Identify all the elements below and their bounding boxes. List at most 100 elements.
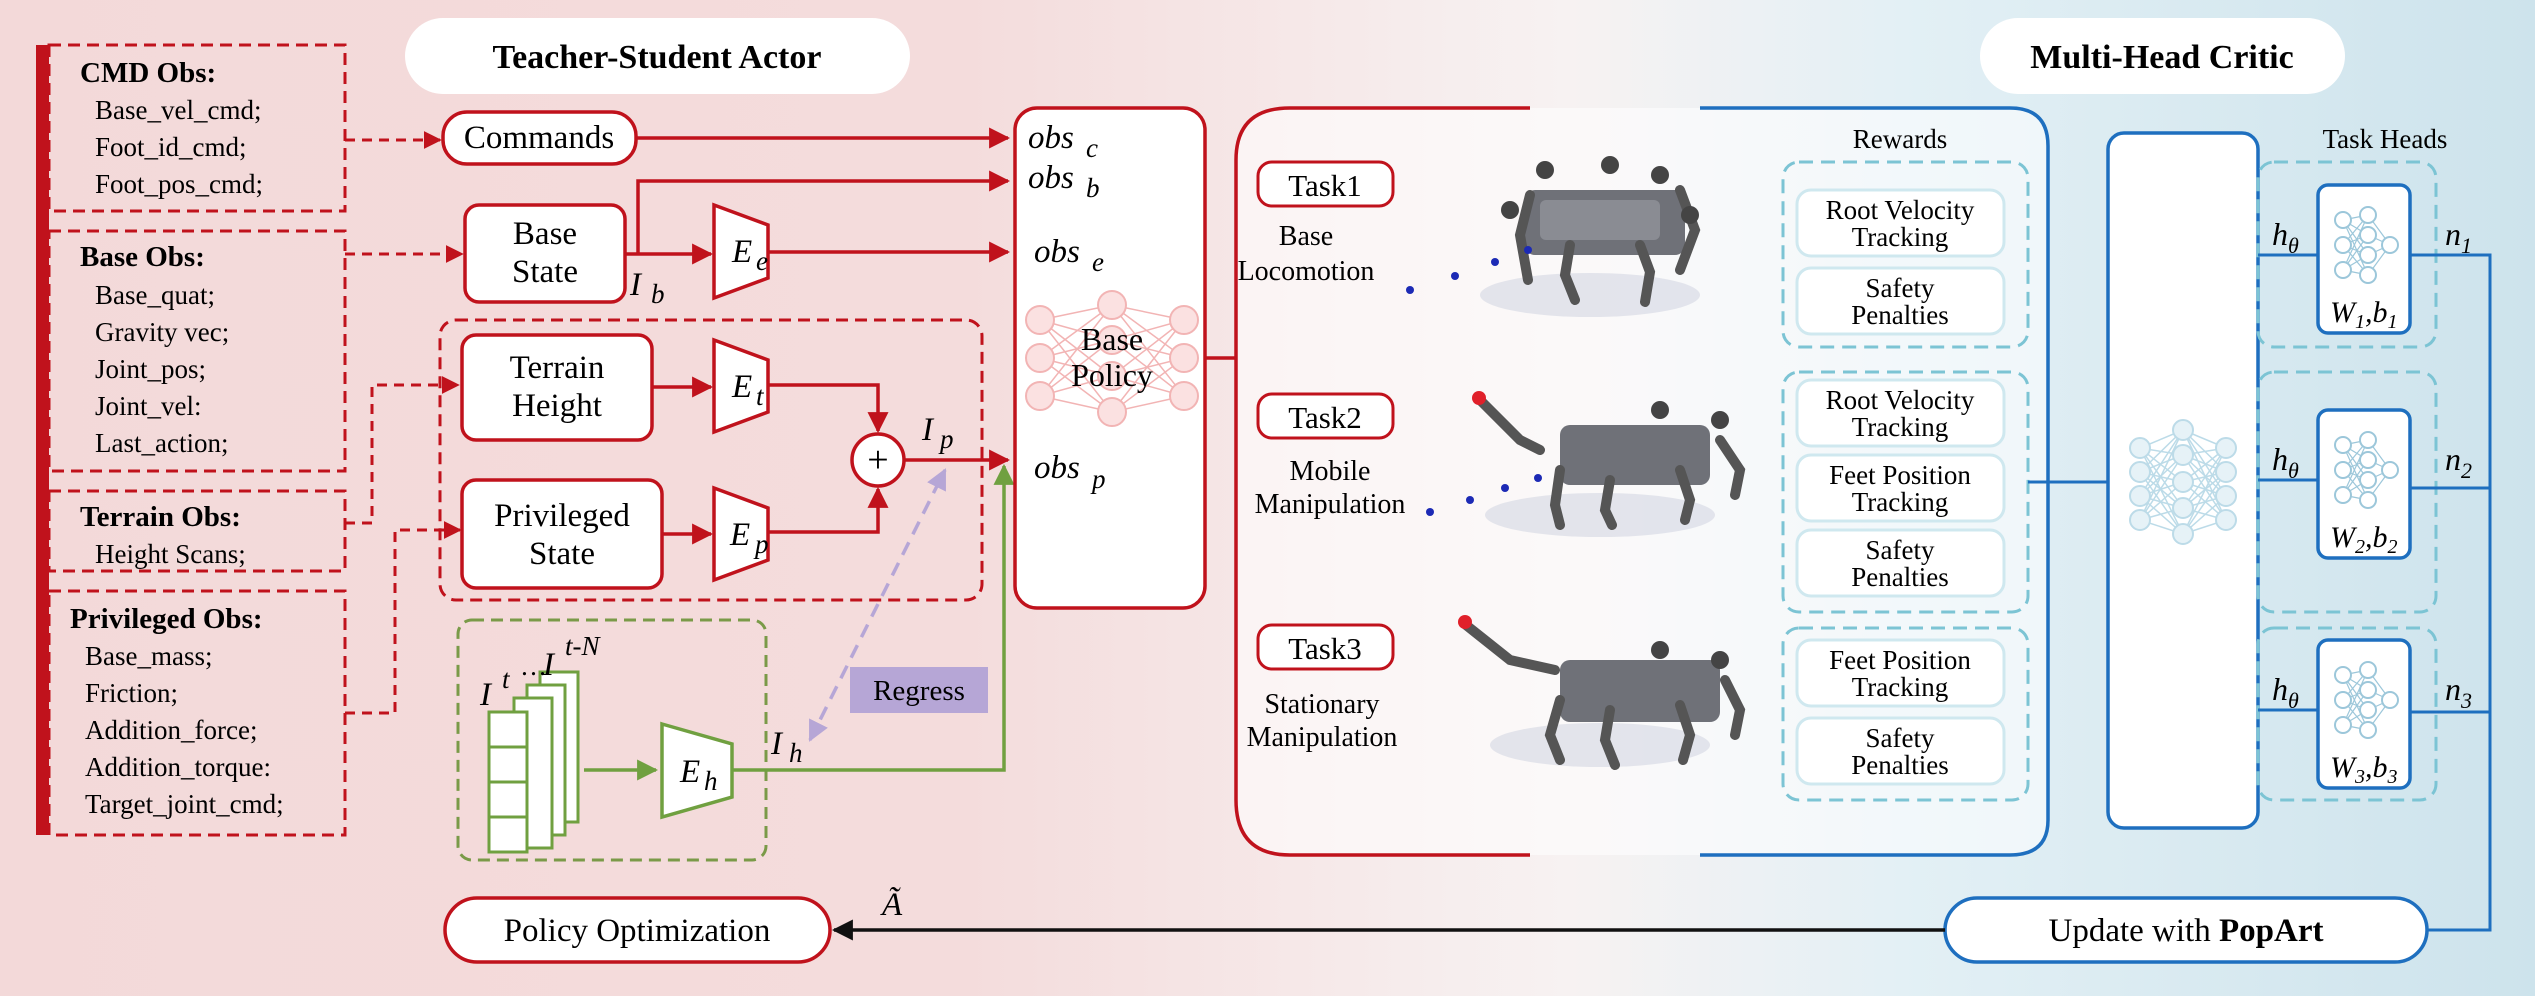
reward-item-line1: Safety — [1866, 535, 1935, 565]
reward-item-line2: Tracking — [1852, 672, 1949, 702]
policy-neuron — [1169, 305, 1199, 335]
cmd-obs-group: CMD Obs: Base_vel_cmd; Foot_id_cmd; Foot… — [47, 43, 347, 213]
heads-group-2 — [2256, 370, 2438, 614]
reward-item-line2: Tracking — [1852, 412, 1949, 442]
ip-label: I — [921, 412, 935, 448]
policy-neuron — [1169, 381, 1199, 411]
terrain-obs-item: Height Scans; — [95, 539, 246, 569]
reward-items: Root VelocityTrackingSafetyPenaltiesRoot… — [1795, 188, 2006, 786]
privileged-obs-item: Base_mass; — [85, 641, 213, 671]
head-h-theta: hθ — [2272, 216, 2299, 258]
head-neuron — [2381, 236, 2399, 254]
ih-label: I — [770, 726, 784, 762]
svg-text:E: E — [729, 517, 750, 553]
head-neuron — [2359, 451, 2377, 469]
task2-desc-line1: Mobile — [1290, 456, 1371, 487]
encoder-p: E p — [712, 485, 770, 583]
terrain-obs-group: Terrain Obs: Height Scans; — [47, 489, 347, 573]
history-stack — [487, 670, 580, 854]
rewards-heading: Rewards — [1853, 124, 1947, 154]
commands-label: Commands — [464, 120, 614, 156]
head-output-n: n1 — [2445, 216, 2472, 258]
head-neuron — [2334, 211, 2352, 229]
reward-item-box — [1795, 188, 2006, 258]
reward-item-line1: Root Velocity — [1826, 385, 1975, 415]
obs-b-sub: b — [1086, 173, 1100, 203]
privileged-obs-item: Target_joint_cmd; — [85, 789, 284, 819]
cmd-obs-item: Base_vel_cmd; — [95, 95, 261, 125]
task3-tag: Task3 — [1256, 623, 1395, 671]
task2-desc-line2: Manipulation — [1255, 489, 1406, 520]
critic-title-pill — [1980, 18, 2345, 94]
obs-e: obs — [1034, 234, 1080, 270]
policy-neuron — [1169, 343, 1199, 373]
cmd-obs-title: CMD Obs: — [80, 57, 216, 89]
head-neuron — [2334, 261, 2352, 279]
critic-trunk-network — [2129, 419, 2237, 545]
head-neuron — [2334, 716, 2352, 734]
base-obs-item: Gravity vec; — [95, 317, 229, 347]
encoder-t: E t — [712, 337, 770, 435]
encoder-e: E e — [712, 202, 770, 301]
ib-tn-sup: t-N — [565, 631, 601, 661]
svg-text:E: E — [731, 234, 752, 270]
critic-neuron — [2172, 497, 2194, 519]
privileged-obs-title: Privileged Obs: — [70, 603, 263, 635]
popart-update-text: Update with — [2049, 913, 2219, 949]
popart-name: PopArt — [2219, 913, 2323, 949]
task2-tag: Task2 — [1256, 392, 1395, 440]
head-output-n: n3 — [2445, 671, 2472, 713]
svg-text:e: e — [756, 246, 768, 276]
svg-text:Task2: Task2 — [1288, 400, 1362, 435]
policy-neuron — [1097, 290, 1127, 320]
reward-item-line2: Tracking — [1852, 222, 1949, 252]
svg-text:E: E — [679, 754, 700, 790]
critic-neuron — [2215, 509, 2237, 531]
regress-label: Regress — [873, 675, 965, 707]
base-obs-item: Base_quat; — [95, 280, 215, 310]
svg-text:Task3: Task3 — [1288, 631, 1362, 666]
head-neuron — [2359, 206, 2377, 224]
obs-p-sub: p — [1090, 464, 1106, 494]
critic-neuron — [2215, 485, 2237, 507]
head-weights-label: W1,b1 — [2330, 296, 2398, 333]
head-neuron — [2359, 661, 2377, 679]
task1-desc-line2: Locomotion — [1238, 256, 1375, 287]
terrain-height-line2: Height — [512, 388, 602, 424]
terrain-obs-title: Terrain Obs: — [80, 501, 241, 533]
obs-e-sub: e — [1092, 247, 1104, 277]
ib-t-label: I — [479, 677, 493, 713]
obs-c-sub: c — [1086, 133, 1098, 163]
head-output-n: n2 — [2445, 441, 2472, 483]
head-neuron — [2334, 486, 2352, 504]
head-neuron — [2381, 691, 2399, 709]
base-state-label-line2: State — [512, 254, 578, 290]
critic-neuron — [2172, 419, 2194, 441]
sum-symbol: + — [867, 439, 888, 481]
reward-item-line1: Root Velocity — [1826, 195, 1975, 225]
teacher-encoder-region — [438, 318, 984, 602]
ib-t-sup: t — [502, 664, 511, 694]
base-obs-item: Joint_pos; — [95, 354, 206, 384]
ib-sub: b — [651, 279, 665, 309]
base-state-label-line1: Base — [513, 216, 577, 252]
head-neuron — [2359, 701, 2377, 719]
robot-stationary-manipulation — [1458, 615, 1746, 770]
base-obs-item: Joint_vel: — [95, 391, 202, 421]
privileged-obs-item: Addition_torque: — [85, 752, 271, 782]
privileged-state-line1: Privileged — [494, 498, 630, 534]
svg-text:E: E — [731, 369, 752, 405]
head-weights-label: W2,b2 — [2330, 521, 2398, 558]
head-neuron — [2334, 236, 2352, 254]
policy-optimization-box — [443, 896, 832, 964]
privileged-obs-item: Friction; — [85, 678, 178, 708]
reward-item-line1: Feet Position — [1829, 460, 1971, 490]
reward-item-line1: Feet Position — [1829, 645, 1971, 675]
robot-mobile-manipulation — [1426, 391, 1746, 537]
obs-connectors — [345, 131, 464, 715]
base-policy-line2: Policy — [1071, 357, 1153, 393]
head-neuron — [2359, 226, 2377, 244]
